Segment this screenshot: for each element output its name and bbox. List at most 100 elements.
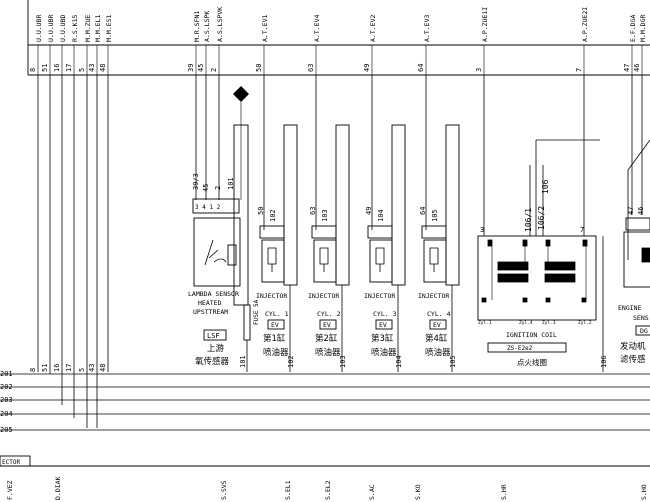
ignition-code: ZS-E2e2 (507, 345, 533, 352)
sensor-title: ENGINE (618, 304, 642, 312)
bottom-pin-label: S.AC (368, 484, 376, 500)
ecu-pin-label: A.S.LSPVK (216, 7, 224, 42)
injector-pin-a: 50 (257, 207, 265, 215)
ecu-pin-label: M.R.SFN1 (193, 11, 201, 42)
injector-cn-name: 第4缸 (425, 333, 448, 344)
injector-coil-icon (429, 247, 439, 272)
lambda-title: HEATED (198, 299, 222, 307)
ignition-code-box (487, 342, 567, 353)
bottom-pin-label: S.KO (414, 484, 422, 500)
injector-code: EV (433, 321, 441, 329)
ignition-pin: 106/2 (537, 206, 546, 230)
injector-connector (421, 225, 447, 239)
injector-title: INJECTOR (256, 292, 287, 300)
ecu-pin-number: 46 (633, 64, 641, 72)
injector-cyl: CYL. 3 (373, 310, 397, 318)
bottom-pin-label: F.VEZ (6, 480, 14, 500)
ecu-pin-number: 5 (78, 68, 86, 72)
ignition-pin: 106/1 (524, 208, 533, 232)
ecu-pin-label: A.T.EV2 (369, 15, 377, 42)
ecu-pin-number: 49 (363, 64, 371, 72)
ecu-pin-number: 48 (99, 64, 107, 72)
ecu-pin-label: M.M.ES1 (105, 15, 113, 42)
ignition-winding (497, 261, 529, 271)
injector-coil-icon (267, 247, 277, 272)
ecu-pin-label: A.T.EV4 (313, 15, 321, 42)
bus-line-number: 205 (0, 426, 13, 434)
ignition-output (481, 297, 487, 303)
ignition-cyl-label: Zyl.3 (542, 320, 556, 326)
injector-body (369, 239, 393, 283)
injector-coil-icon (375, 247, 385, 272)
ignition-terminal (522, 239, 528, 247)
lambda-sensor-symbol-icon (204, 239, 227, 266)
ecu-pin-label: A.P.ZUE2I (581, 7, 589, 42)
bottom-pin-label: S.SVS (220, 480, 228, 500)
lambda-cn-name: 上游 (207, 343, 225, 354)
injector-cyl: CYL. 1 (265, 310, 289, 318)
ecu-pin-label: E.F.DGA (629, 15, 637, 42)
injector-connector (367, 225, 393, 239)
lambda-pin-label: 39/3 (192, 173, 200, 190)
ecu-pin-label: A.T.EV1 (261, 15, 269, 42)
lambda-heater-resistor (227, 244, 237, 266)
ecu-pin-number: 47 (623, 64, 631, 72)
lambda-code-box (203, 329, 227, 341)
injector-code-box (375, 319, 393, 330)
lambda-title: LAMBDA SENSOR (188, 290, 239, 298)
sensor-pin: 47 (627, 207, 635, 215)
sensor-body (623, 231, 650, 288)
ignition-coil-body (477, 235, 597, 321)
ignition-title: IGNITION COIL (506, 331, 557, 339)
ecu-pin-label: M.M.EL1 (94, 15, 102, 42)
injector-cn-name: 第3缸 (371, 333, 394, 344)
injector-cn-name: 喷油器 (263, 347, 289, 358)
lambda-pin-label: 2 (214, 186, 222, 190)
bus-line-number: 203 (0, 396, 13, 404)
lambda-connector (192, 198, 240, 214)
injector-supply-box (335, 124, 350, 286)
injector-cn-name: 第1缸 (263, 333, 286, 344)
ignition-terminal (487, 239, 493, 247)
bus-pin-number: 43 (88, 364, 96, 372)
ground-label: 102 (287, 355, 295, 368)
injector-title: INJECTOR (364, 292, 395, 300)
bus-pin-number: 5 (78, 368, 86, 372)
injector-coil-icon (319, 247, 329, 272)
injector-cn-name: 喷油器 (315, 347, 341, 358)
bottom-pin-label: S.EL1 (284, 480, 292, 500)
ignition-winding (544, 273, 576, 283)
lambda-cn-name: 氧传感器 (195, 356, 230, 367)
ecu-pin-label: U.U.UBR (47, 15, 55, 42)
ignition-winding (544, 261, 576, 271)
bus-line-number: 204 (0, 410, 13, 418)
ignition-output (545, 297, 551, 303)
sensor-element (641, 247, 650, 263)
ecu-pin-number: 17 (65, 64, 73, 72)
lambda-pin-label: 101 (227, 177, 235, 190)
ignition-winding (497, 273, 529, 283)
lambda-title: UPSTTREAM (193, 308, 228, 316)
bottom-pin-label: D.DIAK (54, 476, 62, 500)
fuse-diamond-icon (233, 86, 249, 102)
ground-label: 103 (339, 355, 347, 368)
ecu-pin-number: 8 (29, 68, 37, 72)
ground-label: 101 (239, 355, 247, 368)
sensor-cn-name: 发动机 (620, 341, 646, 352)
ground-label: 104 (395, 355, 403, 368)
ecu-pin-label: U.U.UBR (35, 15, 43, 42)
ecu-pin-number: 7 (575, 68, 583, 72)
injector-body (423, 239, 447, 283)
lambda-pin-label: 45 (202, 184, 210, 192)
sensor-code-box (635, 325, 650, 336)
injector-cyl: CYL. 4 (427, 310, 451, 318)
sensor-title: SENS (633, 314, 649, 322)
sensor-connector (625, 217, 650, 231)
ecu-pin-number: 39 (187, 64, 195, 72)
injector-pin-a: 64 (419, 207, 427, 215)
bus-pin-number: 8 (29, 368, 37, 372)
bus-pin-number: 16 (53, 364, 61, 372)
ignition-pin: 3 (480, 226, 484, 234)
ignition-cn-name: 点火线圈 (517, 357, 547, 367)
